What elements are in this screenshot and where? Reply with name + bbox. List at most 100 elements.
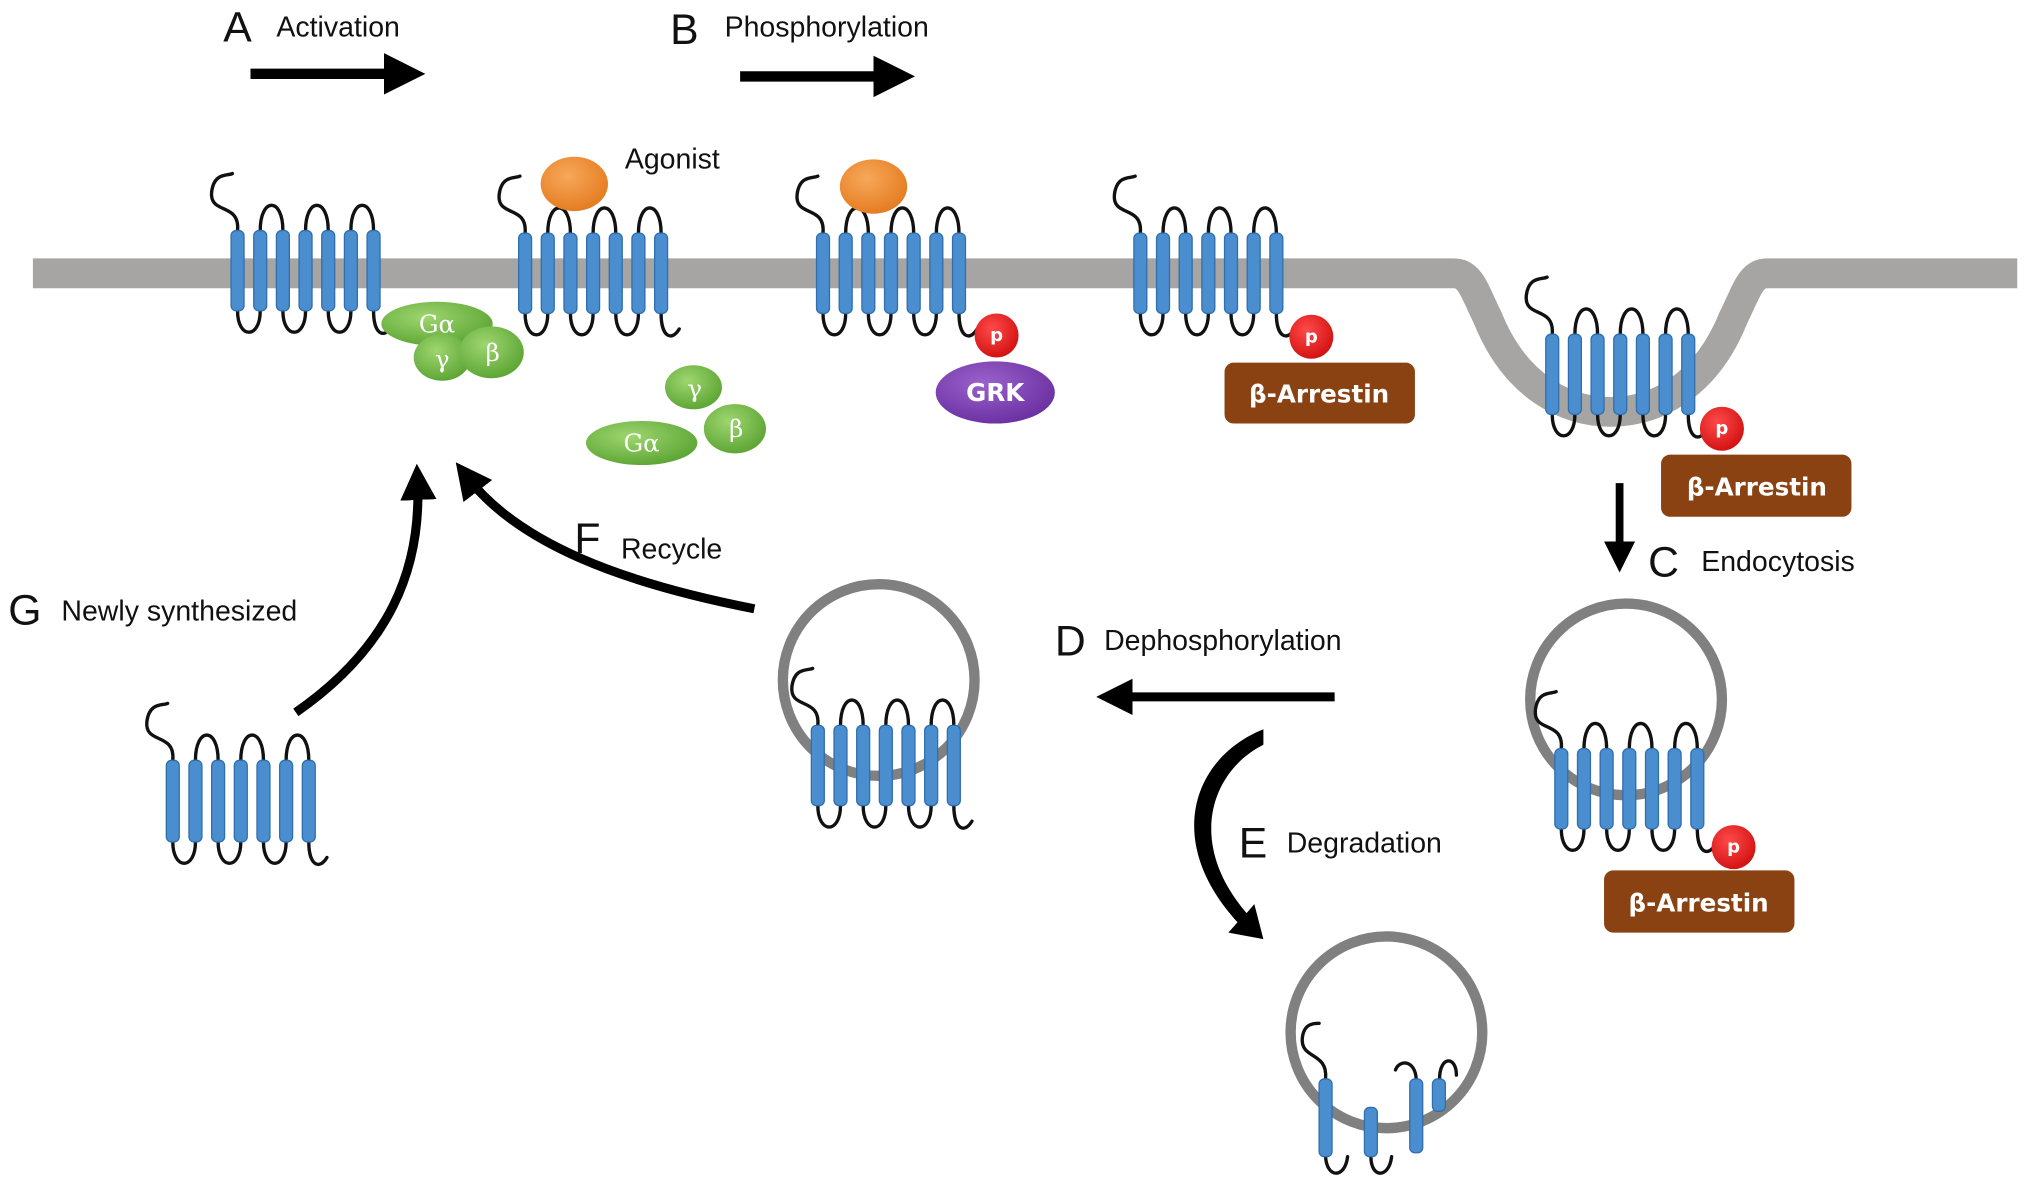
extracellular-loop bbox=[929, 698, 956, 728]
step-f-letter: F bbox=[574, 515, 600, 563]
n-terminus bbox=[1524, 275, 1554, 336]
phosphate-label: p bbox=[1715, 418, 1728, 439]
intracellular-loop bbox=[1595, 412, 1622, 438]
intracellular-loop bbox=[523, 311, 550, 337]
extracellular-loop bbox=[193, 733, 220, 763]
n-terminus bbox=[209, 171, 240, 233]
transmembrane-helix bbox=[608, 232, 623, 315]
agonist-ligand bbox=[540, 156, 608, 212]
transmembrane-helix bbox=[1155, 232, 1171, 315]
c-terminus bbox=[952, 803, 974, 830]
transmembrane-helix bbox=[951, 232, 967, 315]
extracellular-loop bbox=[546, 206, 573, 235]
receptor-endocytosed bbox=[1533, 689, 1718, 854]
transmembrane-helix bbox=[1613, 333, 1628, 416]
extracellular-loop bbox=[284, 733, 311, 763]
extracellular-loop bbox=[1251, 206, 1279, 235]
receptor-fragment-loop bbox=[1323, 1154, 1350, 1175]
transmembrane-helix bbox=[1567, 333, 1583, 416]
transmembrane-helix bbox=[1590, 333, 1605, 416]
phosphate-4: p bbox=[1711, 825, 1756, 870]
step-g-label: Newly synthesized bbox=[61, 595, 297, 627]
g-gamma-subunit bbox=[664, 365, 722, 410]
phosphate-label: p bbox=[990, 325, 1003, 346]
degradation-arrow bbox=[1194, 729, 1264, 940]
intracellular-loop bbox=[568, 311, 595, 337]
arrestin-3: β-Arrestin bbox=[1604, 870, 1795, 933]
transmembrane-helix bbox=[924, 724, 939, 807]
transmembrane-helix bbox=[301, 759, 316, 843]
transmembrane-helix bbox=[1363, 1106, 1379, 1158]
step-b-label: Phosphorylation bbox=[725, 11, 929, 43]
extracellular-loop bbox=[1618, 307, 1645, 336]
intracellular-loop bbox=[1559, 827, 1586, 852]
grk-label: GRK bbox=[966, 378, 1025, 407]
n-terminus bbox=[497, 174, 527, 235]
n-terminus bbox=[1112, 174, 1143, 235]
transmembrane-helix bbox=[1658, 333, 1673, 416]
transmembrane-helix bbox=[230, 229, 245, 312]
transmembrane-helix bbox=[1644, 748, 1660, 830]
transmembrane-helix bbox=[253, 229, 268, 312]
n-terminus bbox=[1533, 689, 1563, 751]
phosphate-2: p bbox=[1289, 314, 1334, 359]
transmembrane-helix bbox=[856, 724, 871, 807]
arrestin-1: β-Arrestin bbox=[1224, 362, 1415, 424]
transmembrane-helix bbox=[901, 724, 916, 807]
grk-kinase bbox=[935, 361, 1055, 424]
arrestin-2: β-Arrestin bbox=[1661, 454, 1852, 517]
extracellular-loop bbox=[838, 698, 865, 728]
receptor-inactive bbox=[209, 171, 394, 335]
agonist-ligand bbox=[839, 159, 908, 214]
transmembrane-helix bbox=[653, 232, 669, 315]
c-terminus bbox=[307, 840, 329, 867]
n-terminus bbox=[790, 666, 820, 728]
step-b-letter: B bbox=[670, 6, 699, 54]
intracellular-loop bbox=[216, 840, 243, 865]
extracellular-loop bbox=[591, 206, 618, 235]
transmembrane-helix bbox=[233, 759, 248, 843]
transmembrane-helix bbox=[1635, 333, 1651, 416]
receptor-agonist-bound bbox=[497, 174, 681, 338]
extracellular-loop bbox=[239, 733, 266, 763]
step-e-label: Degradation bbox=[1287, 827, 1442, 859]
intracellular-loop bbox=[911, 311, 939, 337]
g-protein-bound: Gα γ β bbox=[381, 301, 524, 381]
transmembrane-helix bbox=[861, 232, 876, 315]
transmembrane-helix bbox=[1681, 333, 1696, 416]
agonist-label: Agonist bbox=[625, 143, 720, 175]
step-g-letter: G bbox=[8, 586, 41, 634]
step-c-label: Endocytosis bbox=[1701, 546, 1855, 578]
transmembrane-helix bbox=[878, 724, 893, 807]
g-alpha-subunit bbox=[381, 301, 493, 346]
phosphate-1: p bbox=[974, 313, 1019, 358]
transmembrane-helix bbox=[366, 229, 381, 312]
transmembrane-helix bbox=[343, 229, 359, 312]
receptor-newly-synthesized bbox=[145, 701, 329, 867]
recycle-arrow bbox=[455, 462, 756, 614]
intracellular-loop bbox=[1604, 827, 1631, 852]
transmembrane-helix bbox=[321, 229, 336, 312]
g-alpha-label: Gα bbox=[419, 309, 455, 338]
receptor-fragment-loop bbox=[1300, 1021, 1328, 1081]
arrestin-label: β-Arrestin bbox=[1249, 379, 1389, 408]
transmembrane-helix bbox=[1269, 232, 1284, 315]
g-gamma-label: γ bbox=[687, 374, 702, 403]
g-protein-dissociated: γ Gα β bbox=[585, 365, 767, 465]
intracellular-loop bbox=[1650, 827, 1677, 852]
extracellular-loop bbox=[1582, 721, 1609, 751]
transmembrane-helix bbox=[1246, 232, 1261, 315]
g-beta-label: β bbox=[486, 338, 500, 367]
receptor-fragment-loop bbox=[1393, 1061, 1418, 1081]
extracellular-loop bbox=[889, 206, 916, 235]
degradation-vesicle bbox=[1285, 931, 1488, 1134]
extracellular-loop bbox=[636, 206, 663, 235]
transmembrane-helix bbox=[1133, 232, 1148, 315]
newly-synthesized-arrow bbox=[293, 463, 437, 717]
extracellular-loop bbox=[1161, 206, 1188, 235]
transmembrane-helix bbox=[1431, 1078, 1447, 1112]
receptor-recycling bbox=[790, 666, 974, 830]
receptor-fragment-loop bbox=[1369, 1154, 1394, 1175]
g-beta-subunit bbox=[459, 326, 524, 379]
